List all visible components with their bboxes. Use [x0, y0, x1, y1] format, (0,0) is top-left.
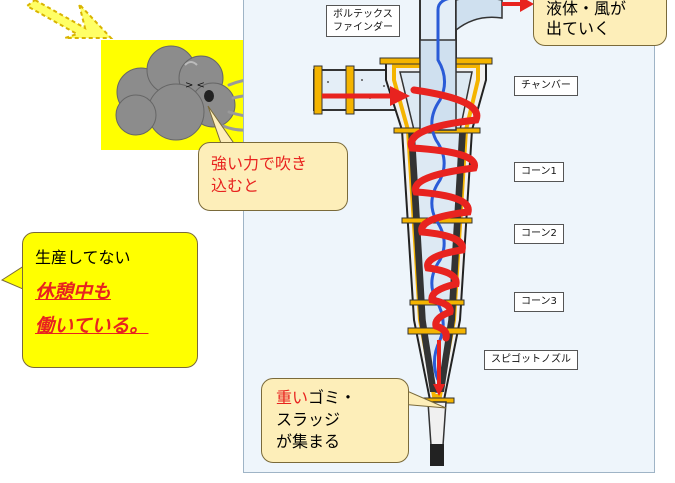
- svg-text:> <: > <: [185, 80, 205, 91]
- arrow-fragment-icon: [25, 0, 114, 39]
- heavy-callout-tail: [400, 387, 447, 409]
- chamber-label: チャンバー: [514, 76, 578, 96]
- cone2-label: コーン2: [514, 224, 564, 244]
- cyclone-illustration: [313, 0, 534, 466]
- blow-in-line1: 強い力で吹き: [211, 154, 308, 173]
- blow-in-callout: 強い力で吹き 込むと: [198, 142, 348, 211]
- idle-line2: 休憩中も: [35, 281, 112, 303]
- cone3-label: コーン3: [514, 292, 564, 312]
- vortex-finder-label-line1: ボルテックス: [333, 9, 393, 20]
- liquid-exit-line2: 出ていく: [546, 19, 611, 38]
- heavy-word: 重い: [276, 388, 309, 407]
- liquid-exit-callout: 液体・風が 出ていく: [533, 0, 667, 46]
- blow-in-line2: 込むと: [211, 176, 260, 195]
- heavy-line1-rest: ゴミ・: [308, 388, 357, 407]
- spigot-nozzle-label: スピゴットノズル: [484, 350, 578, 370]
- idle-callout: 生産してない 休憩中も 働いている。: [22, 232, 198, 368]
- liquid-exit-line1: 液体・風が: [546, 0, 627, 18]
- heavy-line1: 重いゴミ・: [276, 387, 394, 409]
- cone1-label: コーン1: [514, 162, 564, 182]
- heavy-line3: が集まる: [276, 432, 341, 451]
- idle-line3: 働いている。: [35, 315, 149, 337]
- vortex-finder-label-line2: ファインダー: [333, 22, 393, 33]
- heavy-line2: スラッジ: [276, 410, 341, 429]
- idle-line1: 生産してない: [35, 248, 131, 267]
- heavy-sludge-callout: 重いゴミ・ スラッジ が集まる: [261, 378, 409, 463]
- vortex-finder-label: ボルテックス ファインダー: [326, 5, 400, 37]
